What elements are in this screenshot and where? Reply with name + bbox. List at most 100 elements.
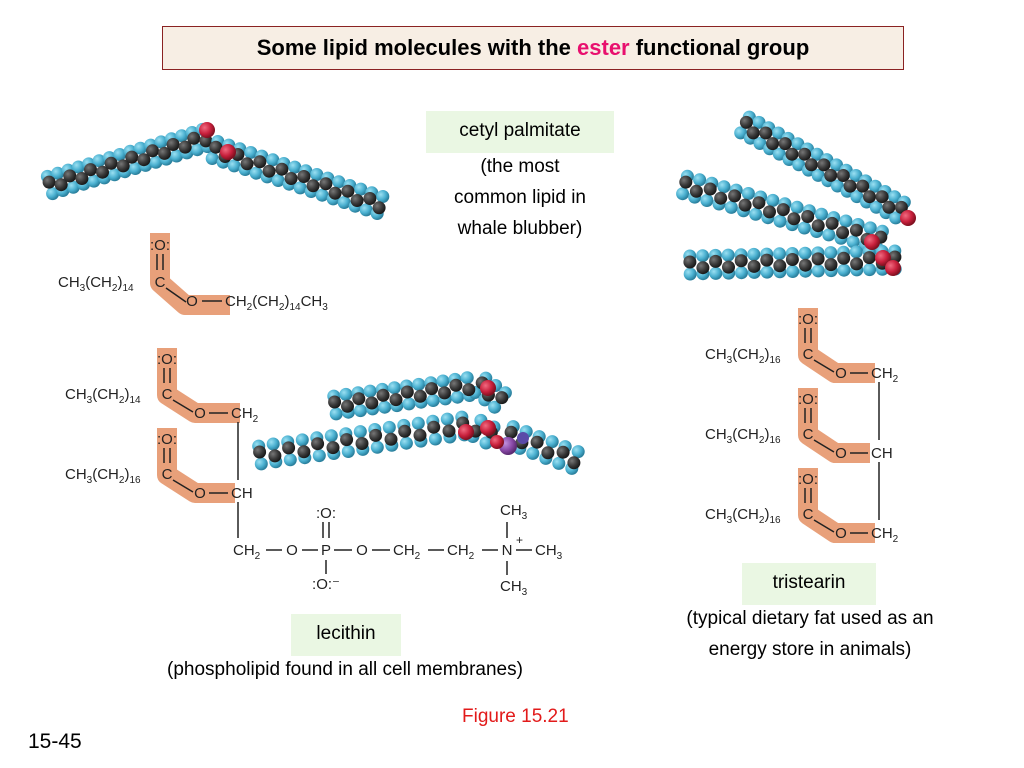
hydrogen-atom xyxy=(376,190,390,203)
hydrogen-atom xyxy=(341,445,355,458)
nitrogen-atom xyxy=(517,432,529,444)
tristearin-label: tristearin xyxy=(742,563,876,605)
title-suffix: functional group xyxy=(629,35,810,60)
hydrogen-atom xyxy=(837,263,851,277)
cetyl-left-chain: CH3(CH2)14 xyxy=(58,274,134,294)
carbon-atom xyxy=(495,391,509,405)
carbon-atom xyxy=(376,388,390,402)
hydrogen-atom xyxy=(771,126,785,140)
hydrogen-atom xyxy=(382,420,396,434)
carbon-atom xyxy=(760,253,774,267)
carbon-atom xyxy=(747,259,761,273)
carbon-atom xyxy=(863,190,876,204)
carbonyl-oxygen: :O: xyxy=(798,311,818,328)
methyl-top: CH3 xyxy=(500,502,528,522)
glycerol-ch2-bottom: CH2 xyxy=(233,542,261,562)
hydrogen-atom xyxy=(790,200,804,214)
carbon-atom xyxy=(398,424,412,438)
carbon-atom xyxy=(326,441,340,455)
carbon-atom xyxy=(689,184,703,198)
hydrogen-atom xyxy=(815,207,828,221)
hydrogen-atom xyxy=(749,207,763,221)
carbon-atom xyxy=(875,190,889,204)
carbon-atom xyxy=(778,137,792,151)
carbon-atom xyxy=(746,126,760,140)
carbon-atom xyxy=(728,189,742,203)
carbon-atom xyxy=(268,449,282,463)
carbon-atom xyxy=(284,172,298,185)
hydrogen-atom xyxy=(378,400,392,414)
hydrogen-atom xyxy=(773,214,787,228)
hydrogen-atom xyxy=(329,407,343,421)
carbon-atom xyxy=(341,184,355,198)
ester-carbon: C xyxy=(803,506,814,523)
caption-line: energy store in animals) xyxy=(708,639,912,660)
nitrogen: N xyxy=(502,542,513,559)
carbon-atom xyxy=(449,378,463,392)
carbon-atom xyxy=(166,138,180,151)
carbon-atom xyxy=(894,200,908,214)
carbon-atom xyxy=(84,163,97,177)
hydrogen-atom xyxy=(545,435,559,449)
carbon-atom xyxy=(400,385,414,399)
carbon-atom xyxy=(328,395,342,409)
hydrogen-atom xyxy=(337,196,351,209)
hydrogen-atom xyxy=(700,194,714,207)
carbon-atom xyxy=(759,126,773,140)
carbon-atom xyxy=(187,131,201,145)
ester-carbon: C xyxy=(803,426,814,443)
glycerol-ch2-top: CH2 xyxy=(231,405,259,425)
hydrogen-atom xyxy=(436,374,450,388)
hydrogen-atom xyxy=(149,155,163,169)
hydrogen-atom xyxy=(721,248,735,262)
hydrogen-atom xyxy=(66,180,80,194)
carbonyl-oxygen-2: :O: xyxy=(157,431,177,448)
hydrogen-atom xyxy=(734,126,748,140)
hydrogen-atom xyxy=(810,147,824,161)
hydrogen-atom xyxy=(824,246,838,260)
hydrogen-atom xyxy=(752,115,766,129)
hydrogen-atom xyxy=(696,249,710,263)
hydrogen-atom xyxy=(154,135,168,149)
hydrogen-atom xyxy=(339,387,353,401)
carbon-atom xyxy=(752,196,766,210)
carbon-atom xyxy=(306,179,320,193)
carbon-atom xyxy=(785,253,799,266)
hydrogen-atom xyxy=(811,168,825,182)
hydrogen-atom xyxy=(266,437,280,451)
oxygen-atom xyxy=(885,260,901,276)
hydrogen-atom xyxy=(283,453,297,467)
hydrogen-atom xyxy=(354,404,367,418)
hydrogen-atom xyxy=(354,182,368,196)
carbon-atom xyxy=(734,254,748,268)
carbon-atom xyxy=(282,441,296,455)
carbon-atom xyxy=(817,158,831,172)
carbon-atom xyxy=(825,216,839,230)
carbon-atom xyxy=(739,115,753,129)
hydrogen-atom xyxy=(683,267,697,281)
carbon-atom xyxy=(319,177,333,191)
hydrogen-atom xyxy=(249,166,263,180)
hydrogen-atom xyxy=(863,221,877,235)
hydrogen-atom xyxy=(846,235,860,249)
hydrogen-atom xyxy=(370,440,384,454)
carbon-atom xyxy=(146,144,159,158)
title-prefix: Some lipid molecules with the xyxy=(256,35,578,60)
carbon-atom xyxy=(341,399,354,413)
hydrogen-atom xyxy=(133,141,147,155)
carbonyl-oxygen-1: :O: xyxy=(157,351,177,368)
hydrogen-atom xyxy=(87,174,101,188)
caption-line: common lipid in xyxy=(454,187,586,208)
hydrogen-atom xyxy=(108,168,122,182)
phosphate-oxygen-1: O xyxy=(286,542,298,559)
hydrogen-atom xyxy=(266,153,280,167)
hydrogen-atom xyxy=(92,154,106,168)
carbon-atom xyxy=(530,435,544,449)
carbon-atom xyxy=(253,445,267,459)
hydrogen-atom xyxy=(889,211,903,225)
hydrogen-atom xyxy=(839,214,853,228)
hydrogen-atom xyxy=(831,179,844,193)
oxygen-atom xyxy=(480,380,496,396)
carbon-atom xyxy=(696,261,710,275)
hydrogen-atom xyxy=(479,436,493,450)
